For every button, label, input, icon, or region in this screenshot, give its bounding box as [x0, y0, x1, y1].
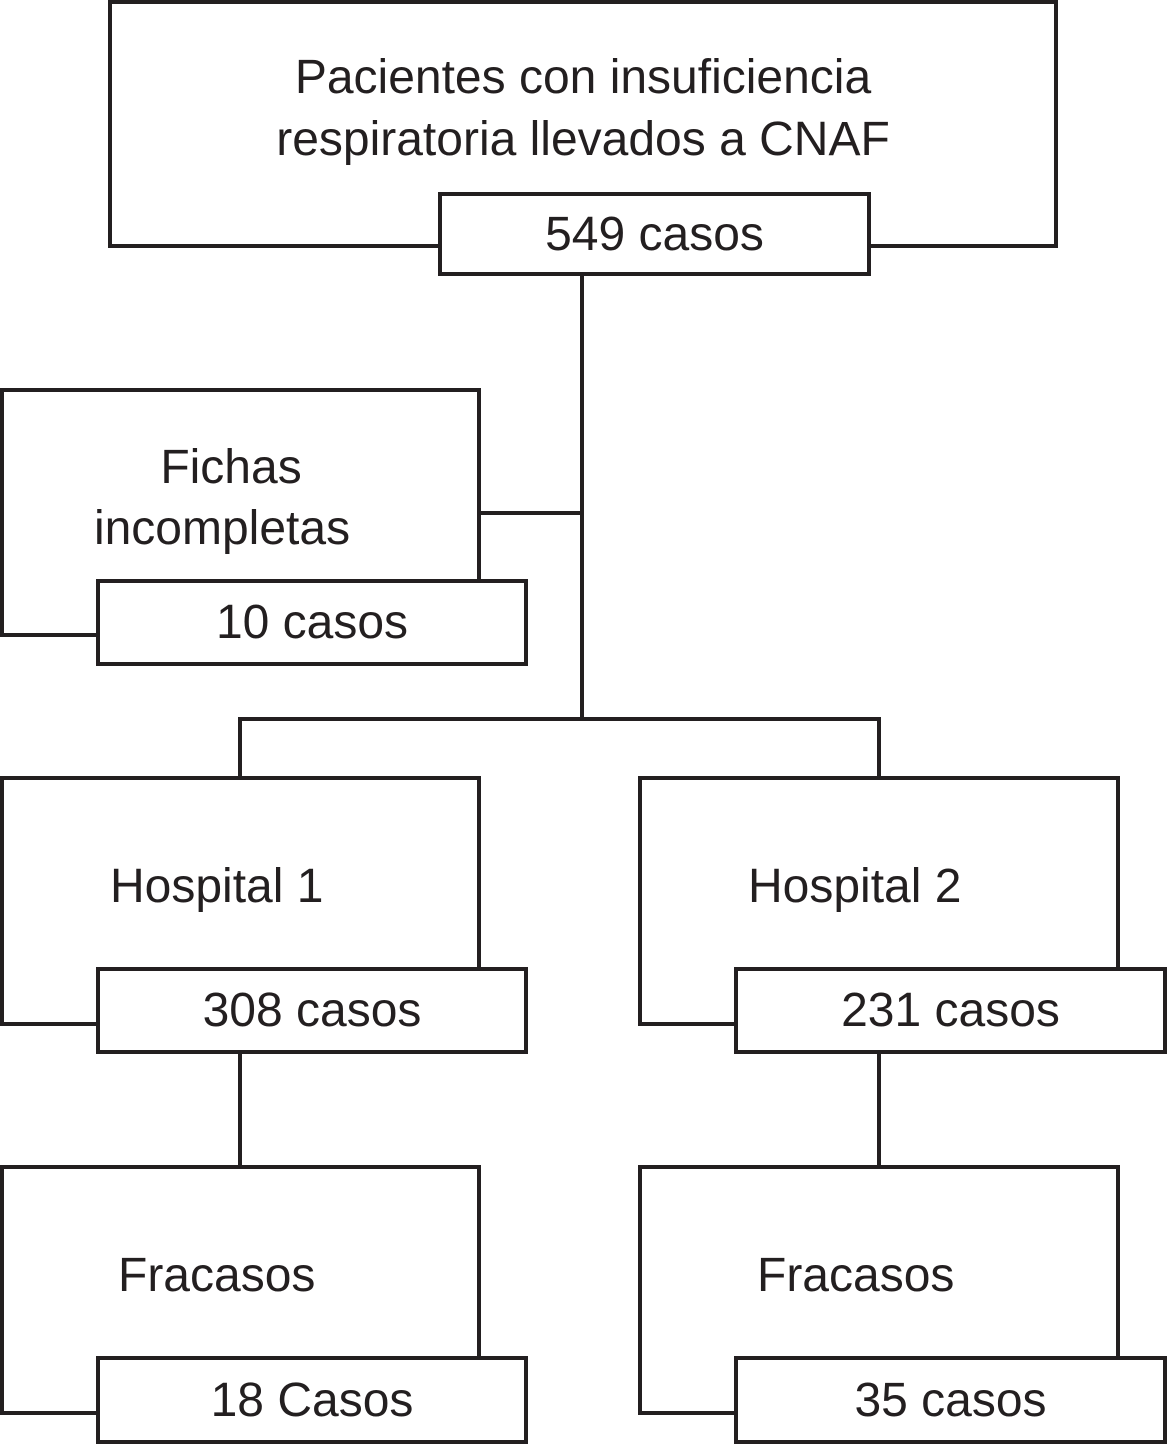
connector-top-trunk — [580, 273, 584, 721]
connector-split-horizontal — [238, 717, 881, 721]
top-box-title-line1: Pacientes con insuficiencia — [294, 51, 872, 104]
connector-hospital2-drop — [877, 717, 881, 779]
connector-hospital2-failures — [877, 1051, 881, 1168]
hospital1-count-box: 308 casos — [96, 967, 528, 1054]
connector-excluded — [478, 511, 584, 515]
top-box-title-line2: respiratoria llevados a CNAF — [276, 113, 890, 166]
connector-hospital1-failures — [238, 1051, 242, 1168]
excluded-box-title-line1: Fichas — [160, 441, 302, 494]
top-count-box: 549 casos — [438, 192, 871, 276]
hospital1-title: Hospital 1 — [110, 860, 324, 913]
hospital1-failures-title: Fracasos — [118, 1249, 316, 1302]
hospital2-failures-count-box: 35 casos — [734, 1356, 1167, 1444]
excluded-box-title-line2: incompletas — [93, 502, 351, 555]
hospital1-failures-count-box: 18 Casos — [96, 1356, 528, 1444]
hospital2-title: Hospital 2 — [748, 860, 962, 913]
hospital2-failures-title: Fracasos — [757, 1249, 955, 1302]
hospital2-count-box: 231 casos — [734, 967, 1167, 1054]
connector-hospital1-drop — [238, 717, 242, 779]
excluded-count-box: 10 casos — [96, 579, 528, 666]
